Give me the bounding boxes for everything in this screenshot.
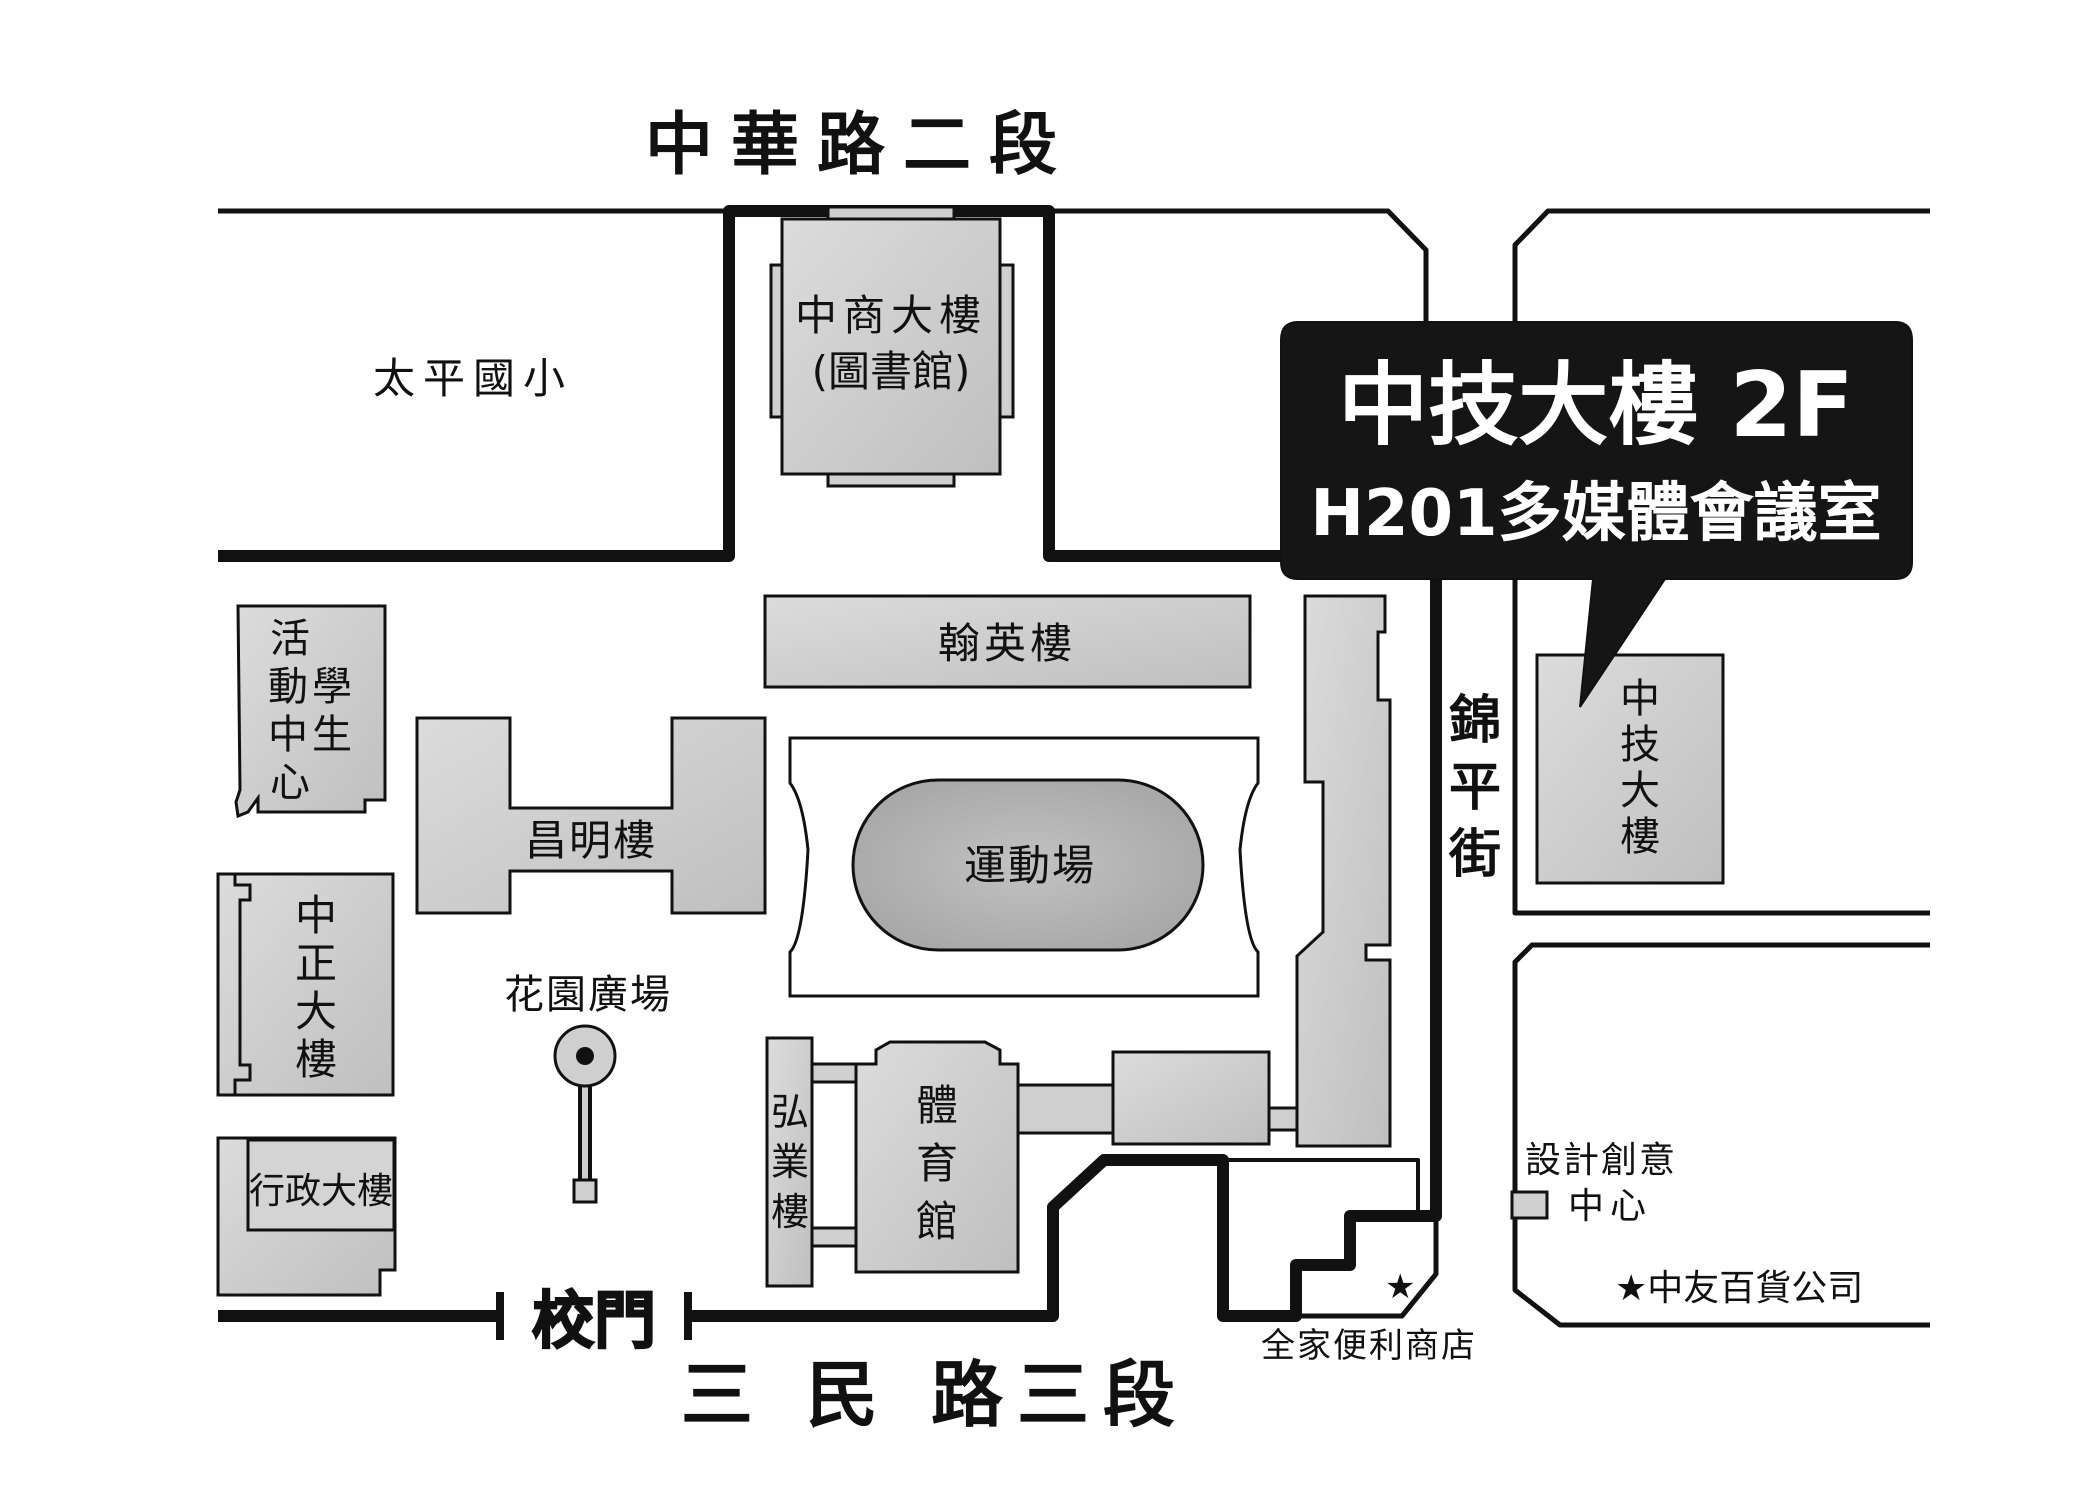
library-label-2: (圖書館) — [812, 347, 971, 396]
library-step-bottom — [826, 472, 956, 488]
garden-label: 花園廣場 — [504, 972, 672, 1018]
hongye-char-2: 業 — [771, 1140, 809, 1184]
gym-building[interactable] — [854, 1040, 1020, 1274]
block-southeast-outline — [1512, 942, 1930, 1328]
gym-label: 體 育 館 — [916, 1081, 958, 1246]
library-building[interactable] — [780, 217, 1002, 476]
zhongji-label: 中 技 大 樓 — [1620, 676, 1660, 860]
student-center-line-3: 中生 — [268, 712, 356, 758]
road-south-label: 三 民 路三段 — [681, 1353, 1189, 1437]
road-east-label: 錦 平 街 — [1448, 691, 1501, 885]
road-east-char-3: 街 — [1448, 825, 1501, 885]
gym-char-3: 館 — [916, 1197, 958, 1246]
callout-subtitle: H201多媒體會議室 — [1310, 477, 1881, 551]
zhongji-char-4: 樓 — [1620, 814, 1660, 860]
admin-label: 行政大樓 — [249, 1171, 393, 1212]
block-zhongji-outline — [1512, 208, 1930, 916]
road-north-label: 中華路二段 — [645, 106, 1075, 185]
connector-annex — [1267, 1106, 1301, 1132]
zhongji-char-2: 技 — [1620, 722, 1660, 768]
library-label-1: 中商大樓 — [795, 291, 987, 340]
connector-hongye-gym-bottom — [810, 1226, 858, 1248]
changming-building[interactable] — [415, 716, 767, 915]
student-center-line-2: 動學 — [268, 664, 356, 710]
callout-title: 中技大樓 2F — [1338, 353, 1853, 458]
zhongzheng-char-2: 正 — [295, 939, 337, 988]
design-center-marker[interactable] — [1510, 1190, 1549, 1220]
hanying-building[interactable] — [763, 594, 1252, 689]
hongye-label: 弘 業 樓 — [771, 1090, 809, 1234]
dept-store-label: ★中友百貨公司 — [1615, 1268, 1863, 1309]
gate-label: 校門 — [532, 1284, 656, 1357]
student-center-line-1: 活 — [270, 616, 310, 662]
street-lines — [218, 205, 1930, 1340]
zhongji-building[interactable] — [1535, 653, 1725, 885]
stadium-label: 運動場 — [964, 841, 1096, 890]
east-annex-building[interactable] — [1111, 1050, 1271, 1146]
gym-char-2: 育 — [916, 1139, 958, 1188]
zhongzheng-char-4: 樓 — [295, 1035, 337, 1084]
zhongzheng-notch — [233, 874, 252, 1095]
zhongzheng-char-1: 中 — [295, 891, 337, 940]
buildings — [216, 205, 1725, 1297]
store-star-icon: ★ — [1385, 1267, 1415, 1307]
design-center-label-1: 設計創意 — [1525, 1140, 1677, 1181]
design-center-label-2: 中心 — [1568, 1186, 1652, 1227]
library-step-top — [826, 205, 956, 221]
changming-label: 昌明樓 — [525, 816, 657, 865]
zhongji-char-3: 大 — [1620, 768, 1660, 814]
taiping-label: 太平國小 — [373, 354, 573, 403]
east-long-building[interactable] — [1295, 594, 1392, 1148]
family-mart-label: 全家便利商店 — [1261, 1326, 1477, 1366]
hanying-label: 翰英樓 — [938, 619, 1076, 668]
zhongzheng-char-3: 大 — [295, 987, 337, 1036]
gym-char-1: 體 — [916, 1081, 958, 1130]
callout-bubble — [1280, 321, 1913, 708]
location-callout[interactable]: 中技大樓 2F H201多媒體會議室 — [1280, 321, 1913, 708]
student-center-line-4: 心 — [270, 760, 310, 806]
library-wing-right — [998, 263, 1015, 419]
block-store-outline — [1294, 1158, 1420, 1216]
road-east-char-2: 平 — [1449, 758, 1501, 818]
garden-base — [572, 1178, 598, 1204]
hongye-building[interactable] — [765, 1036, 814, 1288]
garden-marker[interactable] — [553, 1024, 617, 1204]
connector-hongye-gym-top — [810, 1062, 858, 1084]
garden-center-dot — [576, 1047, 594, 1065]
student-center-label: 活 動學 中生 心 — [268, 616, 356, 806]
corner-southeast — [1296, 1216, 1439, 1319]
admin-building[interactable] — [246, 1138, 396, 1232]
stadium-track[interactable] — [851, 778, 1205, 952]
campus-boundary-south-2 — [688, 1154, 1436, 1322]
campus-boundary-east — [1402, 580, 1442, 1222]
student-center-building[interactable] — [234, 604, 387, 819]
hongye-char-1: 弘 — [771, 1090, 809, 1134]
connector-gym-east — [1016, 1083, 1115, 1135]
block-north-middle — [1049, 208, 1429, 330]
zhongzheng-building[interactable] — [216, 872, 395, 1097]
hongye-char-3: 樓 — [771, 1190, 809, 1234]
road-east-char-1: 錦 — [1449, 691, 1501, 751]
zhongji-char-1: 中 — [1620, 676, 1660, 722]
zhongzheng-label: 中 正 大 樓 — [295, 891, 337, 1084]
